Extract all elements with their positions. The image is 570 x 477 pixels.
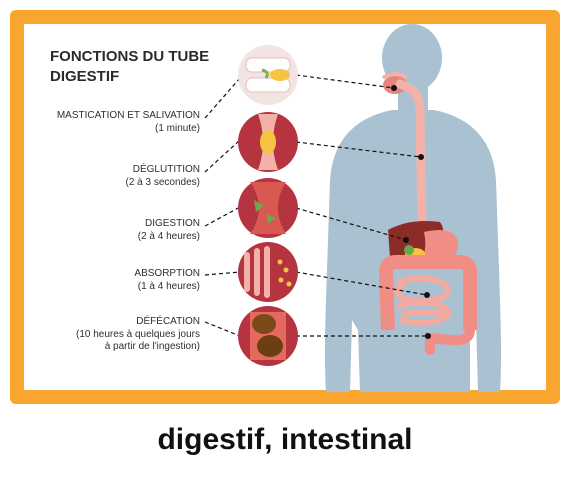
step-icon-mastication (238, 45, 298, 105)
step-duration-continued: à partir de l'ingestion) (104, 341, 200, 352)
large-intestine (379, 255, 477, 331)
step-icon-defecation (238, 306, 298, 366)
step-icon-absorption (238, 242, 298, 302)
rectum (425, 325, 475, 355)
leader-lines (204, 74, 428, 337)
step-mastication: MASTICATION ET SALIVATION (1 minute) (57, 110, 200, 135)
esophagus (395, 79, 427, 235)
body-markers (391, 85, 431, 339)
step-duration: (2 à 3 secondes) (125, 176, 201, 188)
caption: digestif, intestinal (157, 423, 413, 456)
step-duration: (2 à 4 heures) (137, 230, 200, 242)
step-name: MASTICATION ET SALIVATION (56, 110, 200, 121)
step-defecation: DÉFÉCATION (10 heures à quelques jours à… (76, 316, 200, 354)
digestive-tract (379, 72, 477, 355)
step-deglutition: DÉGLUTITION (2 à 3 secondes) (126, 164, 201, 189)
step-icon-digestion (238, 178, 298, 238)
small-intestine (394, 275, 452, 326)
step-duration: (10 heures à quelques jours (76, 328, 200, 340)
step-name: DÉGLUTITION (132, 164, 200, 175)
step-name: ABSORPTION (134, 268, 200, 279)
step-icon-deglutition (238, 112, 298, 172)
step-duration: (1 minute) (154, 122, 200, 134)
step-name: DIGESTION (144, 218, 200, 229)
step-digestion: DIGESTION (2 à 4 heures) (138, 218, 200, 243)
step-name: DÉFÉCATION (136, 316, 200, 327)
human-body-silhouette (325, 24, 501, 392)
diagram-title: FONCTIONS DU TUBE DIGESTIF (50, 48, 210, 85)
step-absorption: ABSORPTION (1 à 4 heures) (134, 268, 200, 293)
step-duration: (1 à 4 heures) (137, 280, 200, 292)
